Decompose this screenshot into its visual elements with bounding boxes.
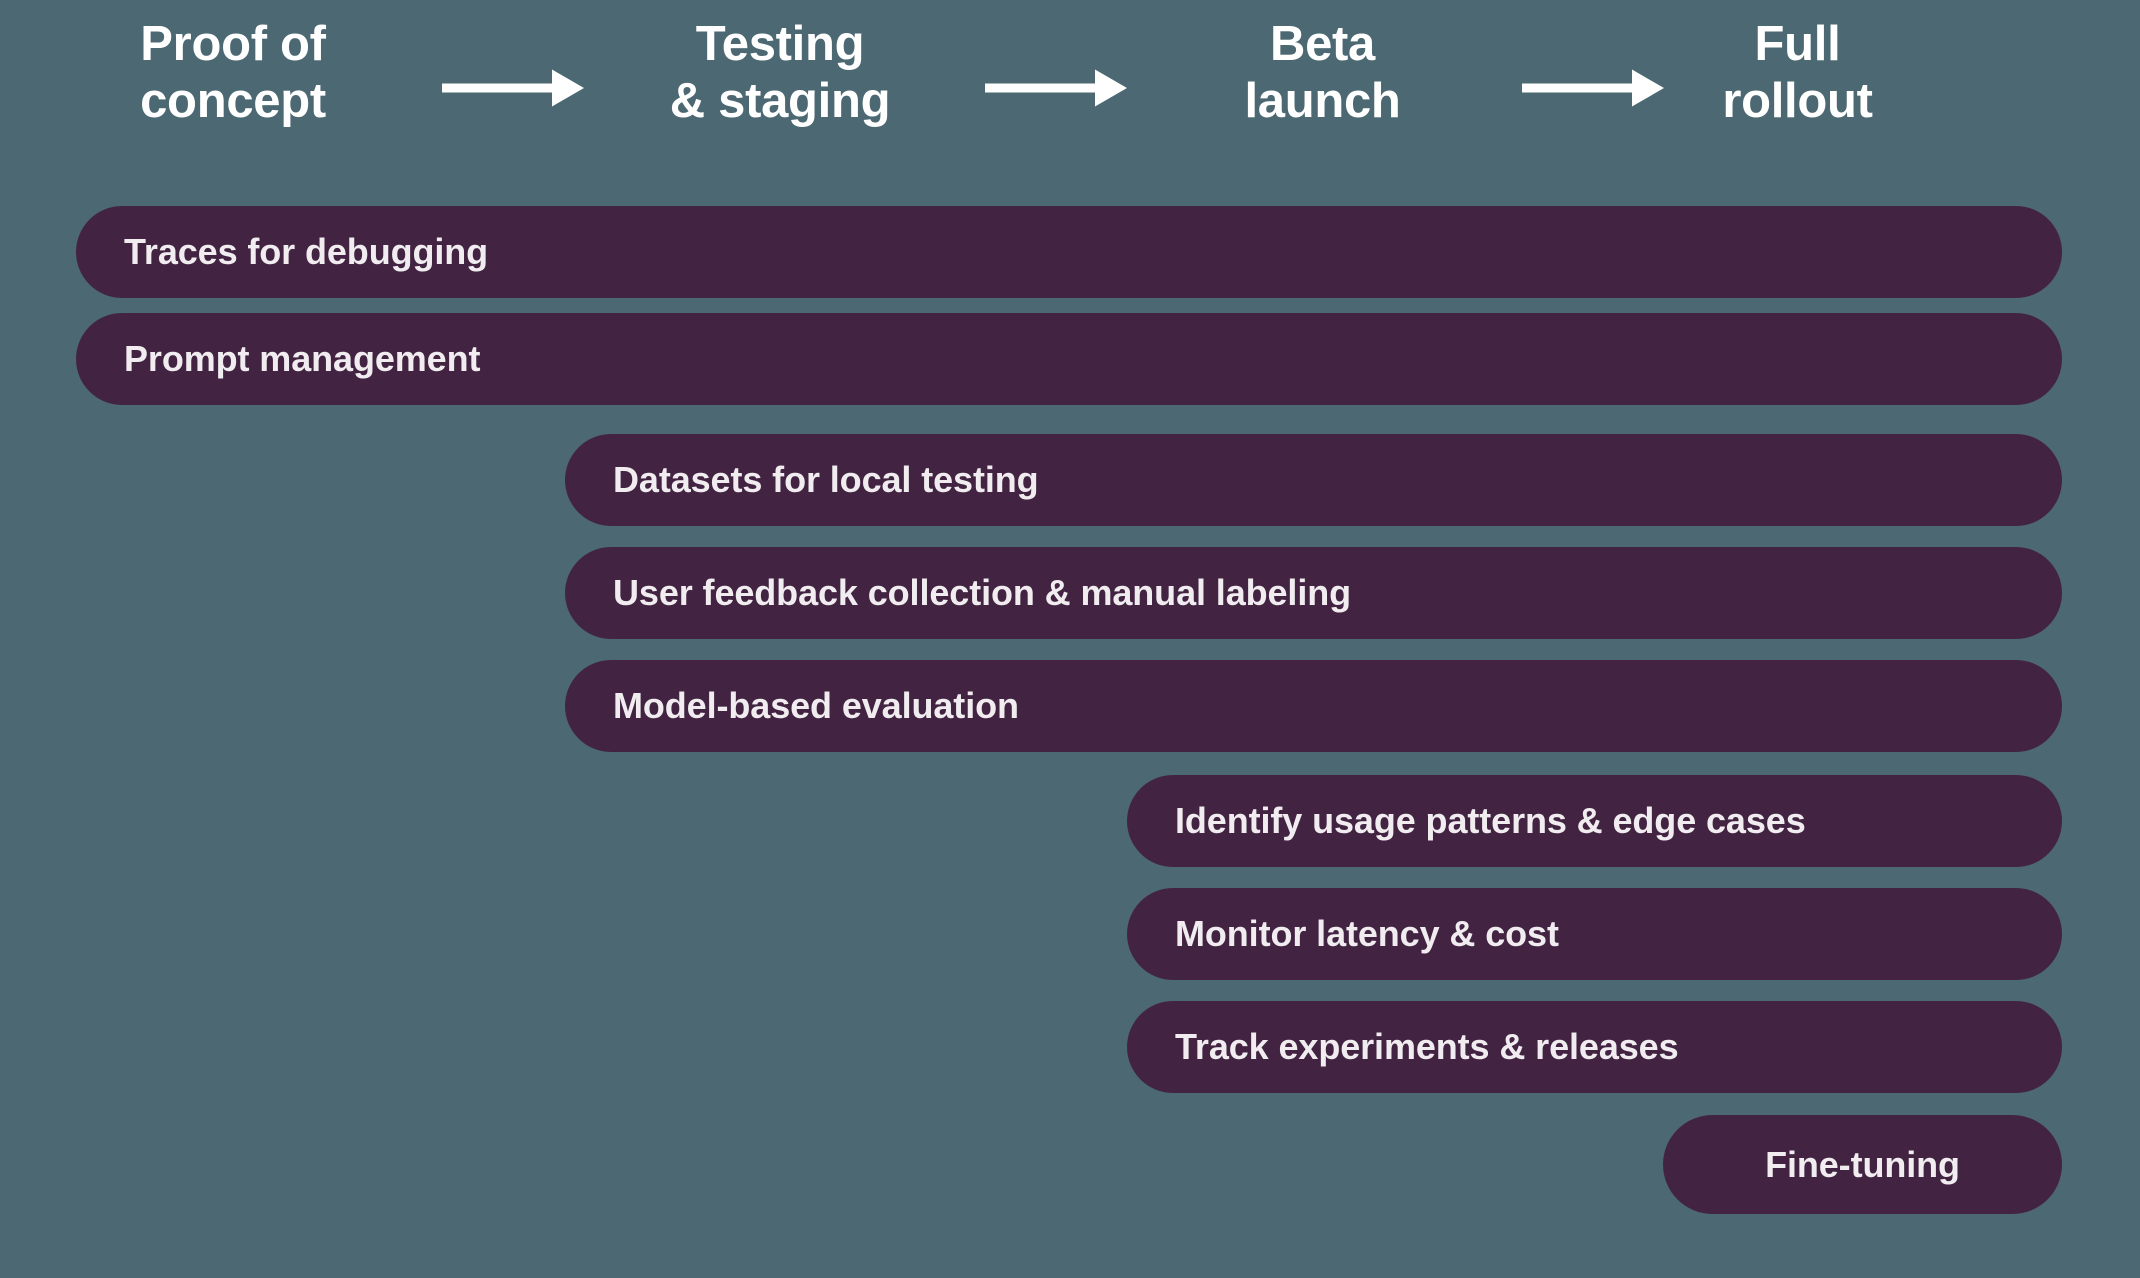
- arrow-right-icon-3: [1522, 68, 1664, 108]
- phase-label-proof-of-concept: Proof of concept: [140, 17, 326, 129]
- capability-bar-user-feedback-collection: User feedback collection & manual labeli…: [565, 547, 2062, 639]
- capability-bar-label: Traces for debugging: [124, 231, 489, 272]
- capability-bar-monitor-latency-and-cost: Monitor latency & cost: [1127, 888, 2062, 980]
- capability-bar-datasets-for-local-testing: Datasets for local testing: [565, 434, 2062, 526]
- capability-bar-label: Track experiments & releases: [1175, 1026, 1679, 1067]
- phase-label-beta-launch: Beta launch: [1244, 17, 1401, 129]
- capability-bar-label: Prompt management: [124, 338, 481, 379]
- capability-bar-prompt-management: Prompt management: [76, 313, 2062, 405]
- capability-bar-identify-usage-patterns: Identify usage patterns & edge cases: [1127, 775, 2062, 867]
- capability-bar-label: Datasets for local testing: [613, 459, 1039, 500]
- capability-bar-label: Monitor latency & cost: [1175, 913, 1559, 954]
- capability-bar-label: User feedback collection & manual labeli…: [613, 572, 1352, 613]
- capability-bar-fine-tuning: Fine-tuning: [1663, 1115, 2062, 1214]
- capability-bar-label: Fine-tuning: [1765, 1143, 1960, 1185]
- arrow-right-icon-1: [442, 68, 584, 108]
- capability-bar-label: Identify usage patterns & edge cases: [1175, 800, 1806, 841]
- phase-label-full-rollout: Full rollout: [1722, 17, 1873, 129]
- capability-bar-model-based-evaluation: Model-based evaluation: [565, 660, 2062, 752]
- capability-bar-label: Model-based evaluation: [613, 685, 1019, 726]
- phase-label-testing-and-staging: Testing & staging: [669, 17, 891, 129]
- phase-header-row: Proof of concept Testing & staging Beta …: [0, 0, 2140, 180]
- arrow-right-icon-2: [985, 68, 1127, 108]
- capability-bar-traces-for-debugging: Traces for debugging: [76, 206, 2062, 298]
- capability-bar-track-experiments-releases: Track experiments & releases: [1127, 1001, 2062, 1093]
